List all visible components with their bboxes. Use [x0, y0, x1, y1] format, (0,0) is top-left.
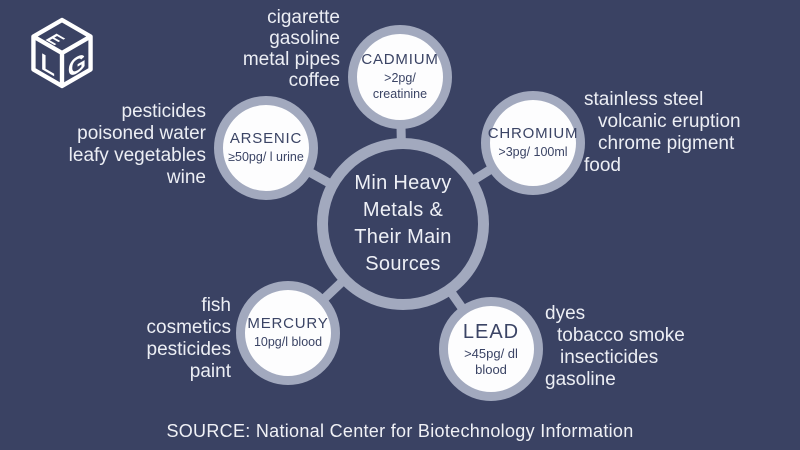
source-item: metal pipes [242, 49, 340, 70]
lead-sources-list: dyes tobacco smoke insecticides gasoline [545, 303, 685, 391]
source-item: pesticides [146, 339, 232, 360]
arsenic-sources-list: pesticides poisoned water leafy vegetabl… [69, 101, 206, 189]
source-item: chrome pigment [598, 133, 735, 154]
cube-logo-icon: E L G [28, 16, 96, 95]
lead-threshold: >45pg/ dl blood [464, 345, 518, 377]
source-item: pesticides [121, 101, 207, 122]
cadmium-circle: CADMIUM >2pg/ creatinine [348, 25, 452, 129]
mercury-circle: MERCURY 10pg/l blood [236, 281, 340, 385]
source-attribution: SOURCE: National Center for Biotechnolog… [166, 421, 634, 441]
source-item: leafy vegetables [68, 145, 206, 166]
svg-text:G: G [68, 47, 86, 83]
source-item: cigarette [267, 7, 340, 28]
chromium-threshold: >3pg/ 100ml [498, 145, 568, 160]
svg-text:L: L [41, 48, 55, 82]
source-item: fish [201, 295, 231, 316]
source-item: food [584, 155, 621, 176]
cadmium-label: CADMIUM [361, 51, 439, 69]
arsenic-threshold: ≥50pg/ l urine [228, 150, 304, 165]
chromium-circle: CHROMIUM >3pg/ 100ml [481, 91, 585, 195]
source-item: paint [189, 361, 231, 382]
arsenic-circle: ARSENIC ≥50pg/ l urine [214, 96, 318, 200]
mercury-sources-list: fish cosmetics pesticides paint [147, 295, 232, 383]
lead-circle: LEAD >45pg/ dl blood [439, 297, 543, 401]
lead-label: LEAD [462, 320, 520, 343]
source-item: coffee [288, 70, 340, 91]
cadmium-sources-list: cigarette gasoline metal pipes coffee [243, 7, 340, 91]
source-item: wine [166, 167, 206, 188]
mercury-threshold: 10pg/l blood [253, 335, 323, 350]
central-topic-circle: Min Heavy Metals & Their Main Sources [317, 138, 489, 310]
diagram-title: Min Heavy Metals & Their Main Sources [354, 172, 452, 275]
source-item: gasoline [269, 28, 340, 49]
source-item: tobacco smoke [557, 325, 685, 346]
arsenic-label: ARSENIC [229, 130, 303, 148]
source-item: gasoline [545, 369, 616, 390]
source-item: cosmetics [146, 317, 231, 338]
source-item: insecticides [560, 347, 659, 368]
source-item: volcanic eruption [598, 111, 741, 132]
source-item: poisoned water [77, 123, 206, 144]
source-item: dyes [545, 303, 586, 324]
cadmium-threshold: >2pg/ creatinine [372, 71, 428, 101]
mercury-label: MERCURY [247, 315, 329, 333]
source-item: stainless steel [584, 89, 704, 110]
chromium-label: CHROMIUM [487, 125, 579, 143]
chromium-sources-list: stainless steel volcanic eruption chrome… [584, 89, 741, 177]
